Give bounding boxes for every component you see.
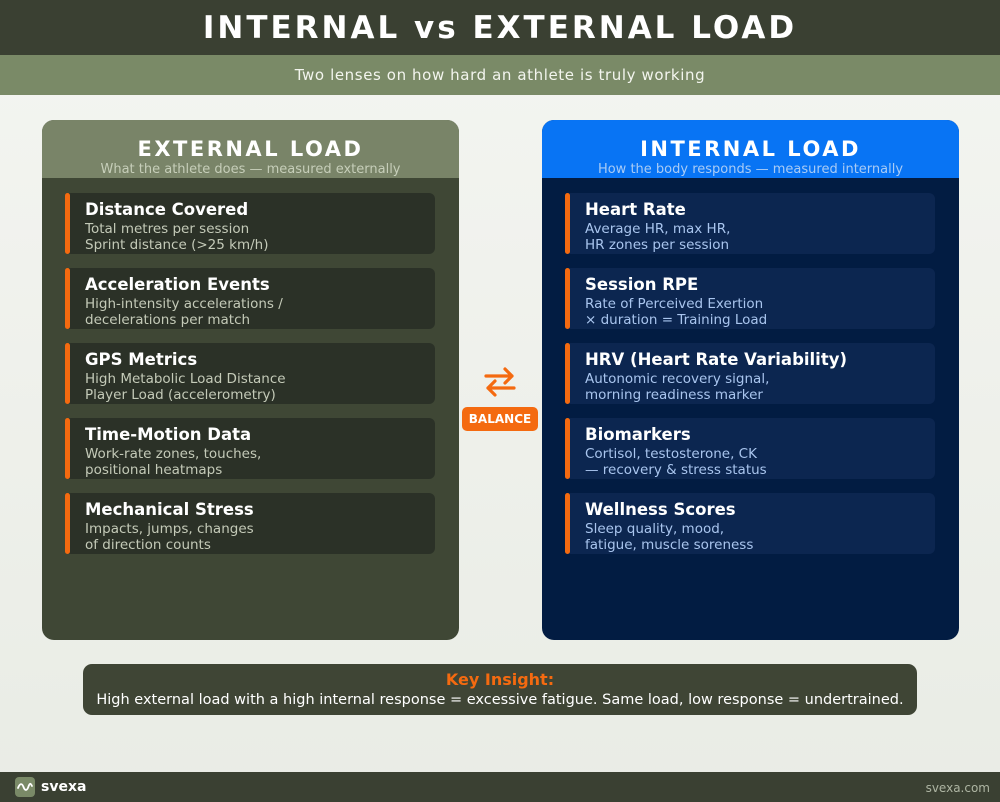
card-line-2: Player Load (accelerometry) <box>85 386 276 403</box>
card-line-2: Sprint distance (>25 km/h) <box>85 236 269 253</box>
accent-bar <box>565 493 570 554</box>
external-item-time-motion-data: Time-Motion Data Work-rate zones, touche… <box>65 418 435 479</box>
internal-load-subtitle: How the body responds — measured interna… <box>597 162 904 177</box>
svexa-logo-icon <box>15 777 35 797</box>
key-insight-box: Key Insight: High external load with a h… <box>83 664 917 715</box>
external-item-mechanical-stress: Mechanical Stress Impacts, jumps, change… <box>65 493 435 554</box>
internal-item-hrv: HRV (Heart Rate Variability) Autonomic r… <box>565 343 935 404</box>
internal-load-panel: INTERNAL LOAD How the body responds — me… <box>542 120 959 640</box>
page-subtitle: Two lenses on how hard an athlete is tru… <box>0 55 1000 95</box>
card-line-2: HR zones per session <box>585 236 730 253</box>
card-line-1: High Metabolic Load Distance <box>85 371 286 387</box>
card-title: Heart Rate <box>585 200 686 219</box>
card-title: Wellness Scores <box>585 500 736 519</box>
external-item-distance-covered: Distance Covered Total metres per sessio… <box>65 193 435 254</box>
external-item-acceleration-events: Acceleration Events High-intensity accel… <box>65 268 435 329</box>
card-line-1: High-intensity accelerations / <box>85 296 283 312</box>
card-line-2: positional heatmaps <box>85 461 223 478</box>
card-title: Distance Covered <box>85 200 249 219</box>
external-load-title: EXTERNAL LOAD <box>137 137 364 161</box>
card-line-2: fatigue, muscle soreness <box>585 536 754 553</box>
card-line-1: Sleep quality, mood, <box>585 521 725 537</box>
internal-load-list: Heart Rate Average HR, max HR, HR zones … <box>565 193 935 568</box>
card-line-1: Total metres per session <box>85 221 250 237</box>
internal-load-header: INTERNAL LOAD How the body responds — me… <box>542 120 959 178</box>
external-item-gps-metrics: GPS Metrics High Metabolic Load Distance… <box>65 343 435 404</box>
page-title: INTERNAL vs EXTERNAL LOAD <box>0 0 1000 55</box>
accent-bar <box>565 343 570 404</box>
external-load-list: Distance Covered Total metres per sessio… <box>65 193 435 568</box>
card-title: Acceleration Events <box>85 275 270 294</box>
card-title: Time-Motion Data <box>85 425 252 444</box>
card-line-1: Rate of Perceived Exertion <box>585 296 764 312</box>
key-insight-title: Key Insight: <box>445 670 555 689</box>
footer-url[interactable]: svexa.com <box>925 781 990 795</box>
card-title: GPS Metrics <box>85 350 198 369</box>
accent-bar <box>65 193 70 254</box>
card-line-1: Impacts, jumps, changes <box>85 521 254 537</box>
accent-bar <box>65 268 70 329</box>
accent-bar <box>65 418 70 479</box>
accent-bar <box>565 268 570 329</box>
external-load-header: EXTERNAL LOAD What the athlete does — me… <box>42 120 459 178</box>
internal-load-title: INTERNAL LOAD <box>640 137 861 161</box>
internal-item-wellness-scores: Wellness Scores Sleep quality, mood, fat… <box>565 493 935 554</box>
card-line-2: decelerations per match <box>85 311 251 328</box>
footer: svexa svexa.com <box>0 772 1000 802</box>
card-title: Biomarkers <box>585 425 691 444</box>
card-line-2: — recovery & stress status <box>585 461 767 478</box>
card-title: Mechanical Stress <box>85 500 254 519</box>
internal-item-biomarkers: Biomarkers Cortisol, testosterone, CK — … <box>565 418 935 479</box>
key-insight-text: High external load with a high internal … <box>96 692 904 708</box>
card-line-2: × duration = Training Load <box>585 311 768 328</box>
card-line-1: Average HR, max HR, <box>585 221 731 237</box>
card-line-2: morning readiness marker <box>585 386 763 403</box>
accent-bar <box>65 493 70 554</box>
internal-item-heart-rate: Heart Rate Average HR, max HR, HR zones … <box>565 193 935 254</box>
wave-icon <box>17 782 33 791</box>
card-line-1: Cortisol, testosterone, CK <box>585 446 757 462</box>
external-load-subtitle: What the athlete does — measured externa… <box>100 162 401 177</box>
card-title: Session RPE <box>585 275 699 294</box>
card-line-1: Work-rate zones, touches, <box>85 446 262 462</box>
external-load-panel: EXTERNAL LOAD What the athlete does — me… <box>42 120 459 640</box>
accent-bar <box>65 343 70 404</box>
exchange-arrows-icon <box>484 367 516 397</box>
brand-name: svexa <box>41 779 87 795</box>
balance-badge: BALANCE <box>462 407 538 431</box>
card-title: HRV (Heart Rate Variability) <box>585 350 848 369</box>
accent-bar <box>565 193 570 254</box>
card-line-2: of direction counts <box>85 536 211 553</box>
internal-item-session-rpe: Session RPE Rate of Perceived Exertion ×… <box>565 268 935 329</box>
card-line-1: Autonomic recovery signal, <box>585 371 770 387</box>
accent-bar <box>565 418 570 479</box>
